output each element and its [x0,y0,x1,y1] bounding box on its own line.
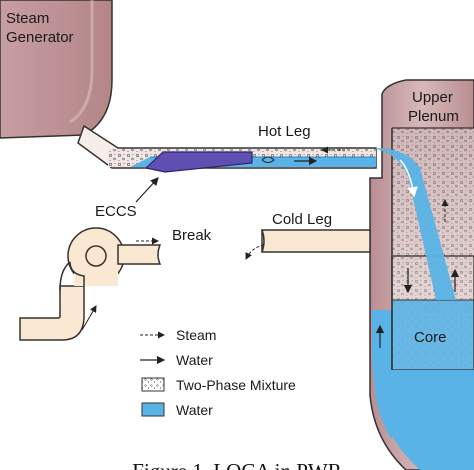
upper-plenum-label-2: Plenum [408,108,459,125]
legend-label-steam: Steam [176,327,216,343]
coolant-pump [19,227,162,341]
eccs-injection-bar [144,151,253,173]
legend-item-water-flow: Water [140,352,213,368]
legend: Steam Water Two-Phase Mixture Water [140,327,296,418]
steam-generator-label-2: Generator [6,29,74,46]
legend-label-water-fill: Water [176,402,213,418]
core-label: Core [414,329,447,346]
steam-generator-label-1: Steam [6,10,49,27]
legend-item-water-fill: Water [141,402,213,418]
hot-leg-flow-arrows [261,146,345,166]
cold-leg-pipe [245,229,371,260]
break-label: Break [172,227,212,244]
cold-leg-label: Cold Leg [272,211,332,228]
legend-label-two-phase: Two-Phase Mixture [176,377,296,393]
upper-plenum-label-1: Upper [412,89,453,106]
lower-plenum-water [378,370,474,470]
core-region [392,300,474,370]
reactor-vessel [369,79,474,470]
figure-caption: Figure 1. LOCA in PWR [132,459,341,470]
legend-item-steam: Steam [140,327,216,343]
legend-label-water-flow: Water [176,352,213,368]
eccs-label: ECCS [95,203,137,220]
eccs-arrow [135,177,159,203]
legend-item-two-phase: Two-Phase Mixture [141,377,296,393]
hot-leg-label: Hot Leg [258,123,311,140]
